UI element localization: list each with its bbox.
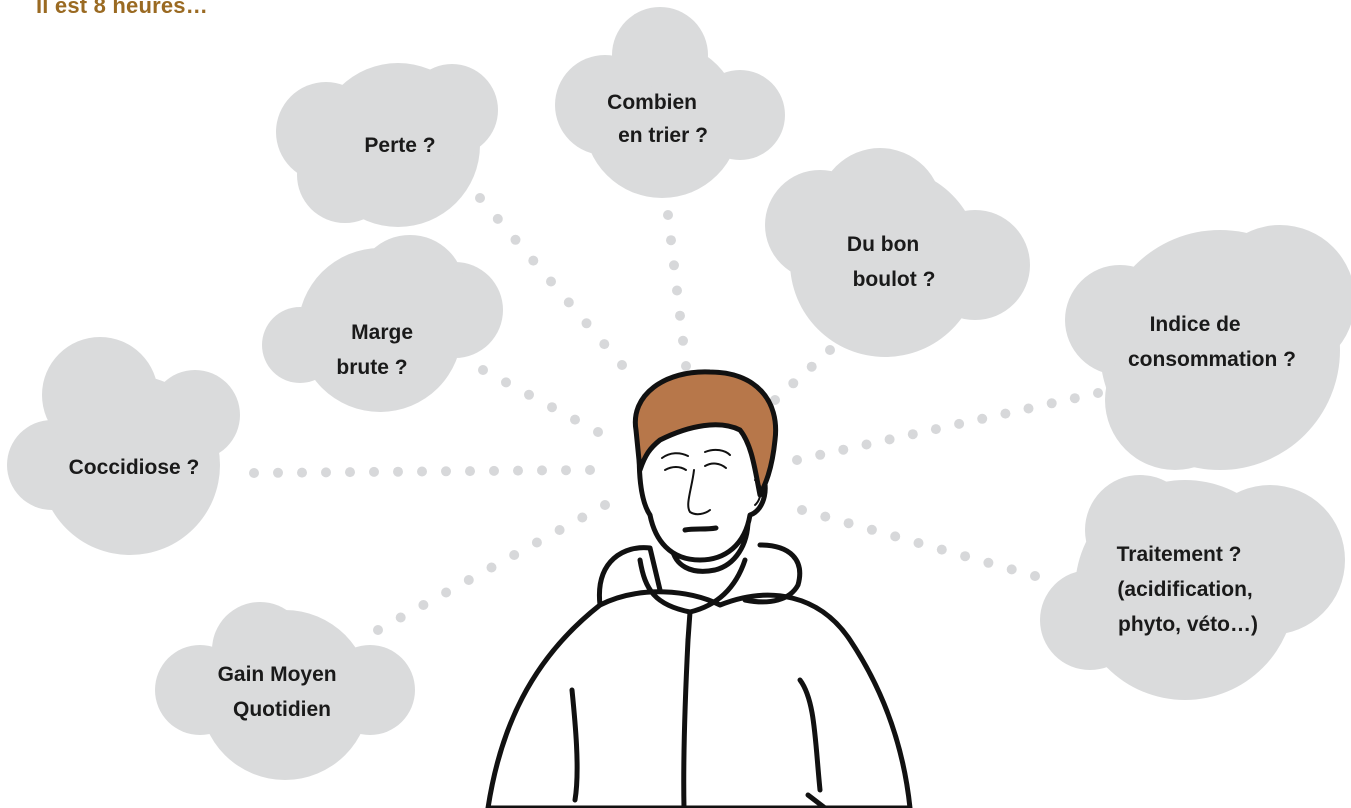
thought-cloud-perte: Perte ? bbox=[276, 63, 498, 227]
connector-dot-perte bbox=[617, 360, 627, 370]
thinking-man-illustration bbox=[488, 372, 910, 808]
connector-dot-marge bbox=[570, 415, 580, 425]
thought-cloud-combien: Combien en trier ? bbox=[555, 7, 785, 198]
connector-dot-coccidiose bbox=[273, 468, 283, 478]
connector-dot-traitement bbox=[1030, 571, 1040, 581]
connector-dot-gmq bbox=[555, 525, 565, 535]
connector-dot-coccidiose bbox=[585, 465, 595, 475]
connector-dot-perte bbox=[493, 214, 503, 224]
connector-dot-coccidiose bbox=[345, 467, 355, 477]
connector-dot-coccidiose bbox=[369, 467, 379, 477]
page-title: Il est 8 heures… bbox=[36, 0, 208, 19]
connector-dot-indice bbox=[1024, 404, 1034, 414]
connector-dot-gmq bbox=[441, 588, 451, 598]
connector-dot-combien bbox=[669, 260, 679, 270]
connector-dot-indice bbox=[885, 434, 895, 444]
connector-dot-coccidiose bbox=[297, 468, 307, 478]
connector-dot-indice bbox=[838, 445, 848, 455]
connector-dot-indice bbox=[1047, 398, 1057, 408]
connector-dot-traitement bbox=[820, 512, 830, 522]
connector-dot-combien bbox=[672, 286, 682, 296]
connector-dot-traitement bbox=[1007, 564, 1017, 574]
connector-dot-gmq bbox=[509, 550, 519, 560]
connector-dot-indice bbox=[1093, 388, 1103, 398]
connector-dot-perte bbox=[582, 318, 592, 328]
connector-dot-perte bbox=[475, 193, 485, 203]
connector-dot-indice bbox=[931, 424, 941, 434]
thought-cloud-marge: Marge brute ? bbox=[262, 235, 503, 412]
connector-dot-coccidiose bbox=[321, 467, 331, 477]
jacket bbox=[488, 592, 910, 808]
connector-dot-marge bbox=[547, 402, 557, 412]
connector-dot-gmq bbox=[373, 625, 383, 635]
connector-dot-coccidiose bbox=[489, 466, 499, 476]
connector-dot-coccidiose bbox=[393, 467, 403, 477]
connector-dot-indice bbox=[1000, 409, 1010, 419]
connector-dot-indice bbox=[977, 414, 987, 424]
connector-dot-boulot bbox=[788, 378, 798, 388]
connector-dot-combien bbox=[681, 361, 691, 371]
connector-dot-combien bbox=[678, 336, 688, 346]
connector-dot-combien bbox=[675, 311, 685, 321]
connector-dot-gmq bbox=[532, 538, 542, 548]
thought-label-coccidiose: Coccidiose ? bbox=[69, 456, 200, 479]
thought-cloud-traitement: Traitement ? (acidification, phyto, véto… bbox=[1040, 475, 1345, 700]
connector-dot-gmq bbox=[418, 600, 428, 610]
connector-dot-perte bbox=[564, 297, 574, 307]
connector-dot-traitement bbox=[867, 525, 877, 535]
connector-dot-indice bbox=[792, 455, 802, 465]
connector-dot-marge bbox=[524, 390, 534, 400]
connector-dot-boulot bbox=[807, 362, 817, 372]
connector-dot-traitement bbox=[914, 538, 924, 548]
connector-dot-gmq bbox=[464, 575, 474, 585]
connector-dot-traitement bbox=[890, 531, 900, 541]
connector-dot-gmq bbox=[396, 613, 406, 623]
connector-dot-boulot bbox=[825, 345, 835, 355]
connector-dot-coccidiose bbox=[561, 465, 571, 475]
connector-dot-coccidiose bbox=[465, 466, 475, 476]
connector-dot-traitement bbox=[983, 558, 993, 568]
connector-dot-traitement bbox=[797, 505, 807, 515]
thought-cloud-boulot: Du bon boulot ? bbox=[765, 148, 1030, 357]
connector-dot-combien bbox=[666, 235, 676, 245]
connector-dot-coccidiose bbox=[537, 465, 547, 475]
connector-dot-perte bbox=[511, 235, 521, 245]
connector-dot-coccidiose bbox=[513, 466, 523, 476]
connector-dot-marge bbox=[501, 377, 511, 387]
thought-label-perte: Perte ? bbox=[364, 134, 435, 157]
connector-dot-indice bbox=[1070, 393, 1080, 403]
connector-dot-traitement bbox=[937, 545, 947, 555]
connector-dot-gmq bbox=[487, 563, 497, 573]
connector-dot-gmq bbox=[577, 513, 587, 523]
connector-dot-perte bbox=[546, 277, 556, 287]
thought-cloud-indice: Indice de consommation ? bbox=[1065, 225, 1351, 470]
connector-dot-gmq bbox=[600, 500, 610, 510]
connector-dot-perte bbox=[599, 339, 609, 349]
connector-dot-traitement bbox=[844, 518, 854, 528]
connector-dot-marge bbox=[593, 427, 603, 437]
thought-cloud-coccidiose: Coccidiose ? bbox=[7, 337, 240, 555]
connector-dot-marge bbox=[478, 365, 488, 375]
connector-dot-indice bbox=[862, 440, 872, 450]
thought-label-traitement: Traitement ? (acidification, phyto, véto… bbox=[1117, 543, 1259, 636]
connector-dot-coccidiose bbox=[441, 466, 451, 476]
connector-dot-coccidiose bbox=[249, 468, 259, 478]
connector-dot-coccidiose bbox=[417, 467, 427, 477]
connector-dot-indice bbox=[954, 419, 964, 429]
connector-dot-combien bbox=[663, 210, 673, 220]
connector-dot-indice bbox=[908, 429, 918, 439]
connector-dot-perte bbox=[528, 256, 538, 266]
connector-dot-traitement bbox=[960, 551, 970, 561]
connector-dot-indice bbox=[815, 450, 825, 460]
